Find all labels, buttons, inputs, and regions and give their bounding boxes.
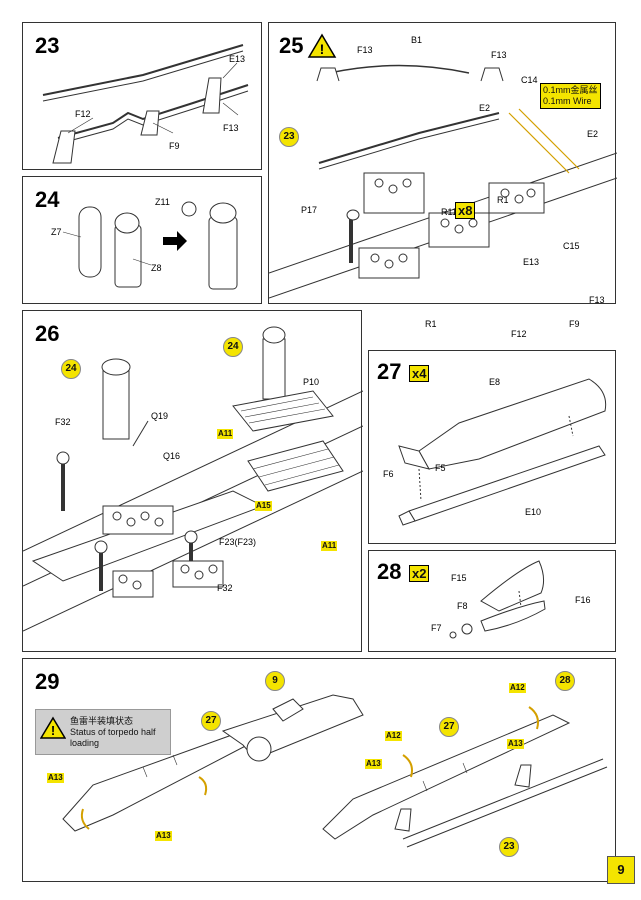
part-label: R1 [497,195,509,205]
part-label: C14 [521,75,538,85]
step-23-panel: 23 E13 F12 F9 F13 [22,22,262,170]
part-label: F9 [569,319,580,329]
wire-note-cn: 0.1mm金属丝 [543,85,598,95]
part-label-highlight: A12 [509,683,526,693]
part-label: F15 [451,573,467,583]
part-label-highlight: A11 [321,541,338,551]
part-label: B1 [411,35,423,45]
part-label: F13 [491,50,507,60]
step-26-panel: 26 24 24 P10 F32 Q19 Q16 A11 A15 F2 [22,310,363,652]
part-label: F9 [169,141,180,151]
part-label: E2 [587,129,599,139]
step-28-drawing [449,560,546,639]
part-label: E13 [523,257,540,267]
quantity-badge: x8 [455,202,476,219]
reference-step-badge: 27 [201,711,221,731]
page-number: 9 [607,856,635,884]
part-label: P17 [301,205,318,215]
step-number: 25 [279,33,304,58]
quantity-badge: x2 [409,565,430,582]
step-25-panel: 25 ! F13 B1 F13 C14 0.1mm金属丝 0.1mm Wire … [268,22,617,339]
reference-step-badge: 28 [555,671,575,691]
step-27-panel: 27 x4 E8 F6 F5 E10 [368,350,616,544]
step-number: 26 [35,321,60,346]
step-number: 23 [35,33,60,58]
quantity-badge: x4 [409,365,430,382]
part-label: E8 [489,377,501,387]
step-26-drawing [23,326,363,632]
step-24-drawing [62,201,238,290]
step-25-drawing [269,64,617,299]
part-label-highlight: A13 [365,759,382,769]
part-label: F8 [457,601,468,611]
reference-step-badge: 23 [279,127,299,147]
part-label: F13 [357,45,373,55]
svg-text:!: ! [320,41,325,57]
warning-icon: ! [40,716,66,739]
part-label: F13 [223,123,239,133]
part-label: E2 [479,103,491,113]
step-number: 27 [377,359,402,384]
step-number: 24 [35,187,60,212]
reference-step-badge: 27 [439,717,459,737]
part-label: Z7 [51,227,62,237]
part-label-highlight: A11 [217,429,234,439]
warning-text-cn: 鱼雷半装填状态 [70,716,134,726]
part-label-highlight: A13 [47,773,64,783]
part-label: Z8 [151,263,162,273]
part-label: Q19 [151,411,169,421]
part-label: R11 [441,207,457,217]
step-27-drawing [398,378,607,526]
part-label: Q16 [163,451,181,461]
part-label: F32 [55,417,71,427]
part-label: F32 [217,583,233,593]
part-label: E13 [229,54,246,64]
part-label-highlight: A13 [507,739,524,749]
part-label: F16 [575,595,591,605]
warning-text-en: Status of torpedo half loading [70,727,156,748]
warning-note: ! 鱼雷半装填状态 Status of torpedo half loading [35,709,171,755]
part-label: C15 [563,241,580,251]
reference-step-badge: 23 [499,837,519,857]
step-24-panel: 24 Z11 Z7 Z8 [22,176,262,304]
step-29-drawing [62,694,608,848]
part-label: E10 [525,507,542,517]
part-label: F7 [431,623,442,633]
step-number: 28 [377,559,402,584]
step-number: 29 [35,669,60,694]
step-29-panel: 29 ! 鱼雷半装填状态 Status of torpedo half load… [22,658,616,882]
step-28-panel: 28 x2 F15 F8 F16 F7 [368,550,616,652]
step-23-drawing [42,44,249,164]
part-label: F12 [511,329,527,339]
svg-text:!: ! [51,723,55,738]
part-label: F23(F23) [219,537,257,547]
part-label-highlight: A12 [385,731,402,741]
part-label: P10 [303,377,320,387]
reference-step-badge: 24 [61,359,81,379]
reference-step-badge: 9 [265,671,285,691]
part-label: R1 [425,319,437,329]
part-label: F12 [75,109,91,119]
part-label: Z11 [155,197,170,207]
part-label-highlight: A15 [255,501,272,511]
wire-note-en: 0.1mm Wire [543,96,592,106]
part-label-highlight: A13 [155,831,172,841]
warning-icon: ! [307,33,337,58]
part-label: F6 [383,469,394,479]
part-label: F13 [589,295,605,305]
reference-step-badge: 24 [223,337,243,357]
part-label: F5 [435,463,446,473]
wire-note: 0.1mm金属丝 0.1mm Wire [540,83,601,109]
